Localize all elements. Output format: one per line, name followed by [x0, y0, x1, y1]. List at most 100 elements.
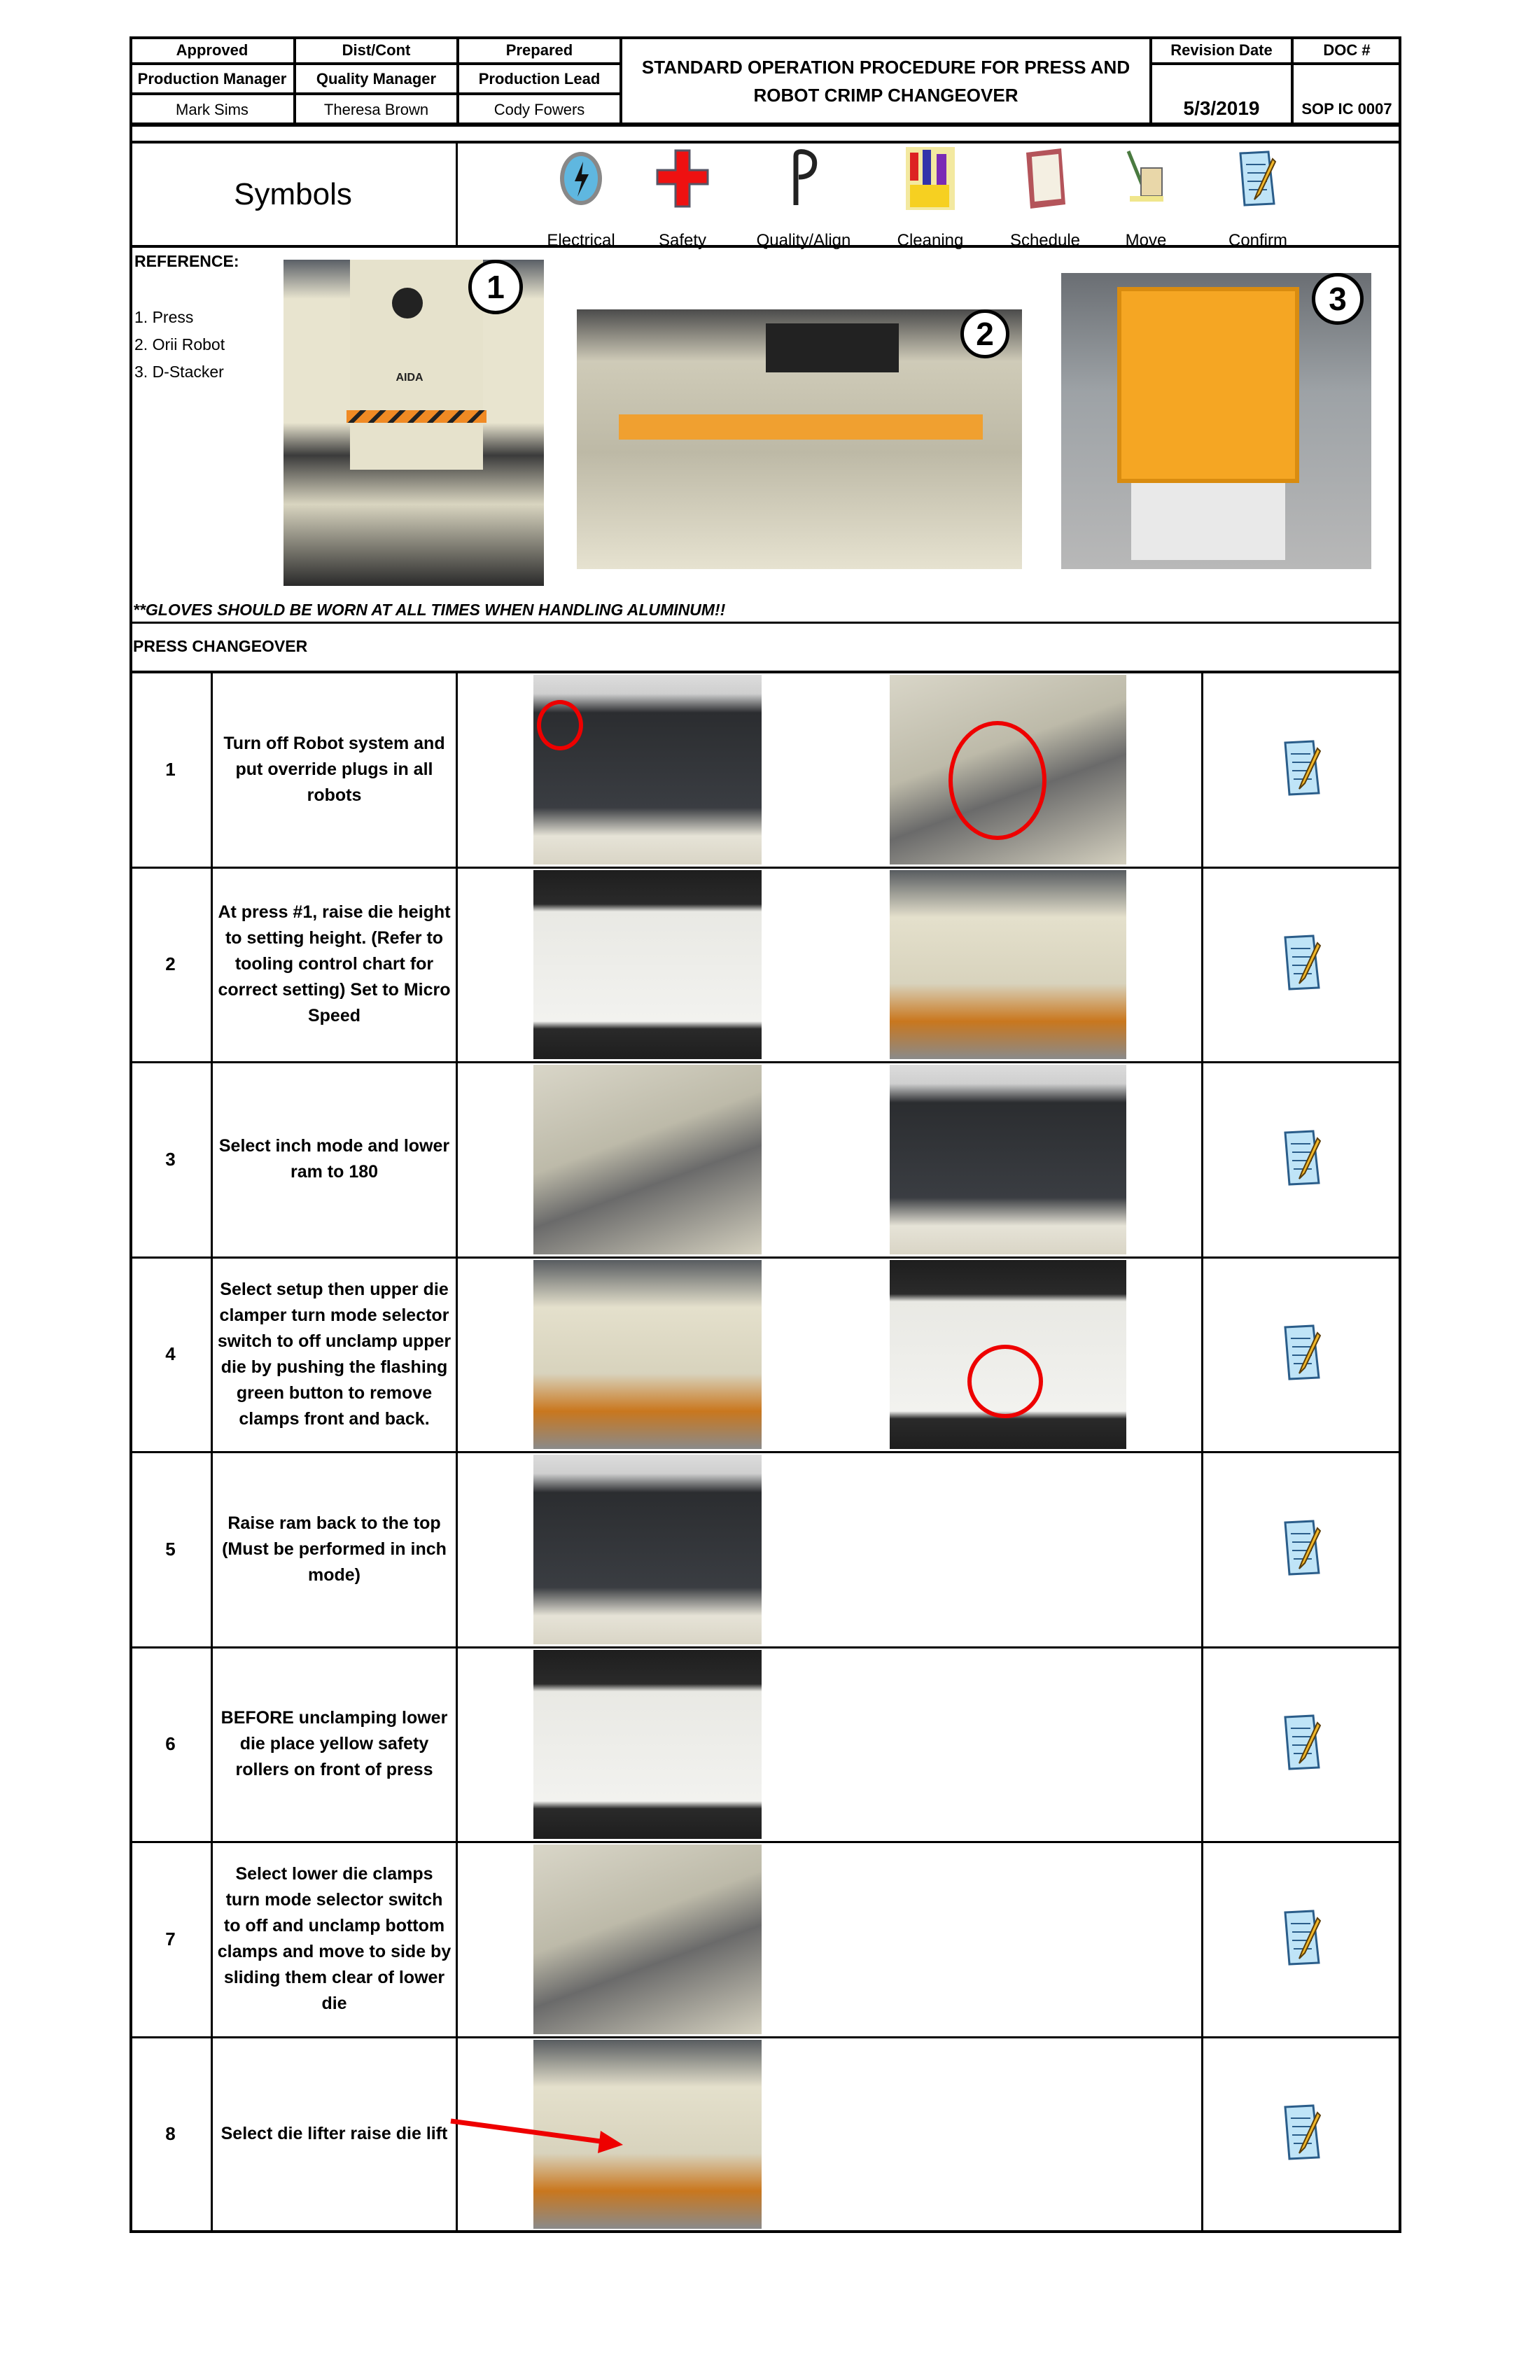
- step-instruction: Select die lifter raise die lift: [220, 2124, 448, 2144]
- confirm-checkbox[interactable]: [1203, 1647, 1401, 1842]
- step-row: 7 Select lower die clamps turn mode selec…: [130, 1842, 1401, 2038]
- notepad-pencil-icon: [1202, 147, 1314, 210]
- approved-label: Approved: [130, 36, 295, 64]
- prepared-label: Prepared: [458, 36, 621, 64]
- confirm-checkbox[interactable]: [1203, 2037, 1401, 2232]
- cleaning-supplies-icon: [874, 147, 986, 210]
- approved-role: Production Manager: [130, 64, 295, 94]
- lightning-icon: [525, 147, 637, 210]
- step-instruction: BEFORE unclamping lower die place yellow…: [220, 1708, 448, 1780]
- step-photo: [533, 1455, 762, 1644]
- caliper-icon: [748, 147, 860, 210]
- symbol-quality-align: Quality/Align: [748, 147, 860, 251]
- red-arrow-icon: [450, 2118, 623, 2153]
- step-number: 7: [165, 1928, 176, 1949]
- step-instruction: Turn off Robot system and put override p…: [223, 733, 445, 805]
- symbol-label: Move: [1125, 231, 1167, 250]
- gloves-warning: **GLOVES SHOULD BE WORN AT ALL TIMES WHE…: [133, 601, 726, 619]
- step-photo: [533, 2039, 762, 2229]
- section-title: PRESS CHANGEOVER: [133, 637, 308, 655]
- reference-badge: 2: [960, 309, 1009, 358]
- highlight-circle: [537, 700, 583, 750]
- notepad-pencil-icon: [1281, 738, 1324, 801]
- d-stacker-photo: 3: [1061, 273, 1371, 569]
- orii-robot-photo: 2: [577, 309, 1022, 569]
- symbol-label: Cleaning: [897, 231, 964, 250]
- confirm-checkbox[interactable]: [1203, 1257, 1401, 1452]
- reference-badge: 1: [468, 260, 523, 314]
- notepad-pencil-icon: [1281, 1518, 1324, 1581]
- reference-item: 1. Press: [134, 308, 194, 326]
- doc-number-label: DOC #: [1292, 36, 1401, 64]
- reference-list: 1. Press 2. Orii Robot 3. D-Stacker: [134, 304, 225, 386]
- symbol-confirm: Confirm: [1202, 147, 1314, 251]
- prepared-name: Cody Fowers: [458, 94, 621, 125]
- prepared-role: Production Lead: [458, 64, 621, 94]
- notepad-pencil-icon: [1281, 1323, 1324, 1385]
- confirm-checkbox[interactable]: [1203, 867, 1401, 1063]
- step-instruction: Select setup then upper die clamper turn…: [217, 1279, 451, 1429]
- symbol-move: Move: [1090, 147, 1202, 251]
- symbol-label: Confirm: [1228, 231, 1287, 250]
- step-photo: [533, 1649, 762, 1839]
- confirm-checkbox[interactable]: [1203, 672, 1401, 867]
- highlight-circle: [948, 721, 1046, 840]
- reference-title: REFERENCE:: [134, 252, 239, 270]
- step-instruction: Select lower die clamps turn mode select…: [217, 1864, 451, 2014]
- step-instruction: Raise ram back to the top (Must be perfo…: [222, 1513, 447, 1585]
- confirm-checkbox[interactable]: [1203, 1062, 1401, 1257]
- step-instruction: Select inch mode and lower ram to 180: [218, 1136, 450, 1182]
- approved-name: Mark Sims: [130, 94, 295, 125]
- doc-number: SOP IC 0007: [1292, 64, 1401, 125]
- divider: [130, 671, 1401, 673]
- step-number: 1: [165, 758, 176, 780]
- document-title: STANDARD OPERATION PROCEDURE FOR PRESS A…: [621, 36, 1151, 125]
- step-photo: [890, 1065, 1126, 1254]
- step-row: 8 Select die lifter raise die lift: [130, 2036, 1401, 2233]
- title-line-1: STANDARD OPERATION PROCEDURE FOR PRESS A…: [641, 56, 1130, 78]
- step-number: 4: [165, 1343, 176, 1365]
- notepad-pencil-icon: [1281, 1908, 1324, 1970]
- notepad-pencil-icon: [1281, 1128, 1324, 1191]
- red-cross-icon: [626, 147, 738, 210]
- symbol-safety: Safety: [626, 147, 738, 251]
- step-photo: [533, 1259, 762, 1449]
- symbol-electrical: Electrical: [525, 147, 637, 251]
- dolly-icon: [1090, 147, 1202, 210]
- title-line-2: ROBOT CRIMP CHANGEOVER: [753, 84, 1018, 106]
- dist-label: Dist/Cont: [295, 36, 458, 64]
- step-row: 3 Select inch mode and lower ram to 180: [130, 1062, 1401, 1259]
- step-instruction: At press #1, raise die height to setting…: [218, 902, 451, 1026]
- press-photo: AIDA 1: [284, 260, 544, 586]
- step-photo: [890, 869, 1126, 1059]
- reference-badge: 3: [1312, 273, 1364, 325]
- symbol-label: Schedule: [1009, 231, 1081, 250]
- step-photo: [533, 1065, 762, 1254]
- divider: [130, 141, 1401, 144]
- revision-date: 5/3/2019: [1151, 64, 1292, 125]
- step-number: 8: [165, 2123, 176, 2145]
- step-row: 4 Select setup then upper die clamper tur…: [130, 1256, 1401, 1453]
- confirm-checkbox[interactable]: [1203, 1842, 1401, 2037]
- reference-item: 2. Orii Robot: [134, 335, 225, 354]
- notepad-pencil-icon: [1281, 1713, 1324, 1775]
- dist-name: Theresa Brown: [295, 94, 458, 125]
- symbol-label: Quality/Align: [756, 231, 851, 250]
- confirm-checkbox[interactable]: [1203, 1452, 1401, 1647]
- step-number: 6: [165, 1733, 176, 1755]
- notepad-pencil-icon: [1281, 2103, 1324, 2165]
- symbol-schedule: Schedule: [989, 147, 1101, 251]
- step-photo: [533, 869, 762, 1059]
- symbol-label: Electrical: [547, 231, 615, 250]
- divider: [456, 142, 458, 247]
- symbols-title: Symbols: [234, 177, 352, 211]
- schedule-book-icon: [989, 147, 1101, 210]
- reference-item: 3. D-Stacker: [134, 363, 224, 381]
- step-number: 3: [165, 1148, 176, 1170]
- highlight-circle: [967, 1344, 1043, 1418]
- symbol-label: Safety: [658, 231, 707, 250]
- divider: [130, 622, 1401, 624]
- step-row: 1 Turn off Robot system and put override …: [130, 672, 1401, 869]
